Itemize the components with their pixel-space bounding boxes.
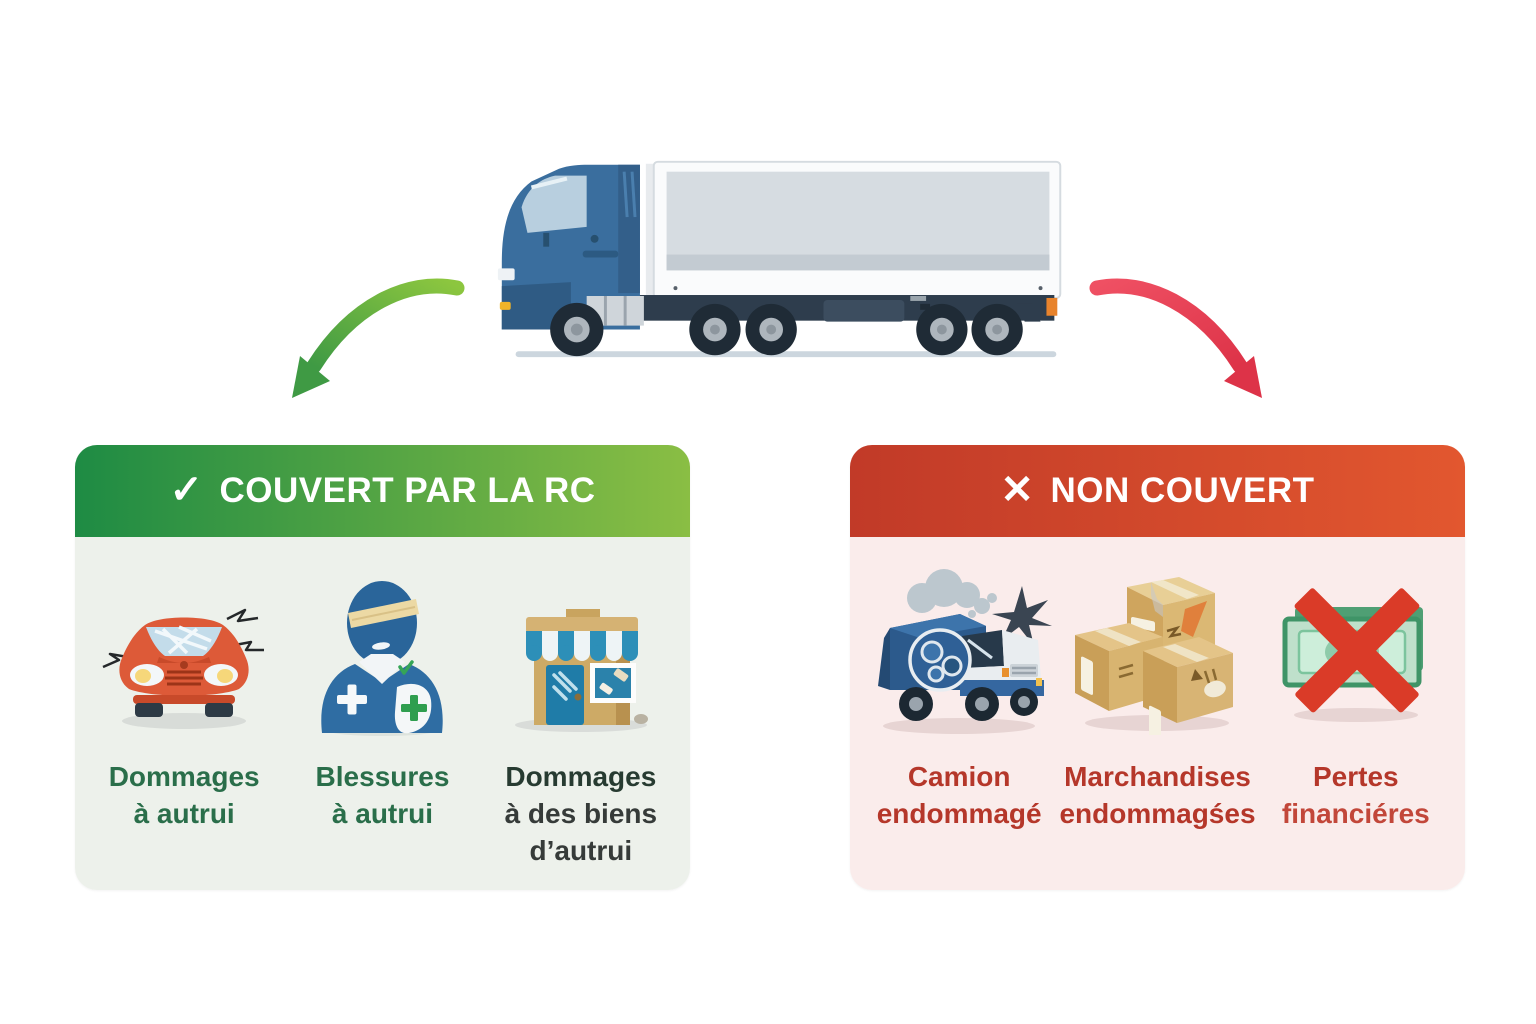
check-icon: ✓: [169, 468, 204, 512]
covered-item-injuries-to-others: Blessures à autrui: [283, 565, 481, 890]
red-curved-arrow: [1089, 278, 1262, 398]
ground-shadow: [515, 351, 1057, 358]
crossed-money-icon: [1282, 588, 1423, 722]
rear-marker-light: [1046, 297, 1058, 316]
covered-item-damage-to-others: Dommages à autrui: [85, 565, 283, 890]
notcovered-item-financial-loss: Pertes financiéres: [1257, 565, 1455, 890]
damaged-storefront-icon: [514, 609, 648, 732]
cross-icon: ✕: [1000, 468, 1035, 512]
damaged-boxes-icon: [1075, 577, 1234, 735]
not-covered-panel-title: NON COUVERT: [1050, 471, 1315, 510]
awning: [525, 631, 638, 661]
impact-star: [992, 586, 1053, 646]
green-curved-arrow: [292, 278, 465, 398]
trailer: [652, 160, 1062, 299]
notcovered-item-damaged-goods: Marchandises endommagśes: [1058, 565, 1256, 890]
not-covered-panel: ✕ NON COUVERT: [850, 445, 1465, 890]
not-covered-panel-body: Camion endommagé: [850, 537, 1465, 890]
wheels: [550, 302, 1023, 357]
not-covered-panel-header: ✕ NON COUVERT: [850, 445, 1465, 537]
item-label: Blessures à autrui: [315, 761, 450, 829]
covered-panel: ✓ COUVERT PAR LA RC: [75, 445, 690, 890]
item-label: Camion endommagé: [876, 761, 1042, 829]
covered-panel-body: Dommages à autrui: [75, 537, 690, 890]
item-label: Dommages à autrui: [108, 761, 260, 829]
red-cross: [1294, 588, 1420, 713]
smoke-puffs: [907, 569, 998, 618]
injured-person-icon: [321, 581, 444, 736]
cab: [497, 164, 644, 330]
item-label: Dommages à des biens d’autrui: [504, 761, 658, 866]
item-label: Pertes financiéres: [1281, 761, 1430, 829]
covered-item-damage-to-property: Dommages à des biens d’autrui: [482, 565, 680, 890]
covered-panel-header: ✓ COUVERT PAR LA RC: [75, 445, 690, 537]
covered-panel-title: COUVERT PAR LA RC: [219, 471, 596, 510]
damaged-car-icon: [102, 608, 265, 729]
item-label: Marchandises endommagśes: [1059, 761, 1256, 829]
notcovered-item-damaged-truck: Camion endommagé: [860, 565, 1058, 890]
semi-truck-illustration: [497, 160, 1062, 358]
damaged-truck-icon: [878, 569, 1053, 734]
